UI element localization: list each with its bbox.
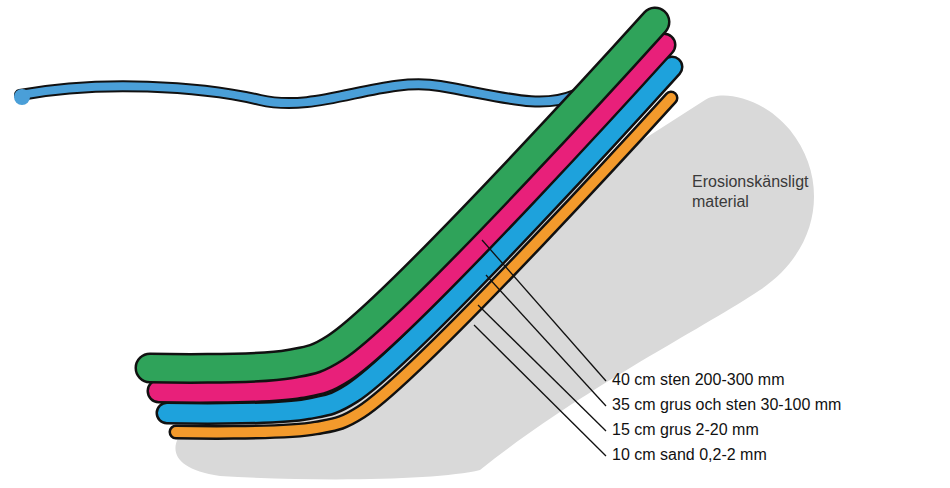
water-surface: [14, 84, 575, 105]
layer-spec: 10 cm sand 0,2-2 mm: [612, 445, 767, 465]
region-label: Erosionskänsligt material: [692, 172, 832, 212]
layer-spec: 15 cm grus 2-20 mm: [612, 420, 759, 440]
layer-spec: 35 cm grus och sten 30-100 mm: [612, 395, 841, 415]
layer-spec: 40 cm sten 200-300 mm: [612, 370, 785, 390]
water-end: [14, 89, 30, 105]
